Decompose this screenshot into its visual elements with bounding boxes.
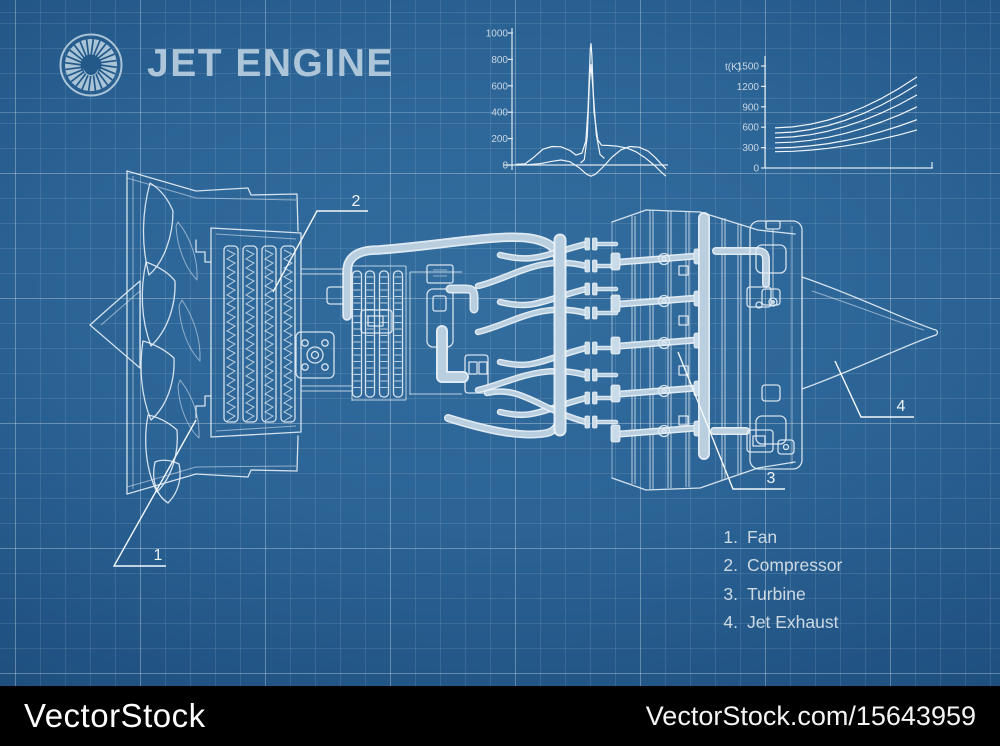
callout-number-3: 3 bbox=[767, 470, 776, 487]
callout-number-2: 2 bbox=[352, 193, 361, 210]
vectorstock-brand-logo: VectorStock bbox=[24, 697, 206, 734]
exhaust-cone bbox=[801, 270, 939, 396]
pressure-profile-chart: 1000 800 600 400 200 0 bbox=[486, 28, 668, 177]
legend-number: 1. bbox=[723, 526, 738, 547]
svg-text:0: 0 bbox=[753, 164, 759, 175]
fan-blades bbox=[140, 182, 201, 504]
legend-item-fan: 1. Fan bbox=[698, 523, 842, 552]
legend-number: 2. bbox=[723, 555, 738, 576]
svg-text:1500: 1500 bbox=[737, 62, 760, 73]
legend-item-jet-exhaust: 4. Jet Exhaust bbox=[698, 609, 842, 638]
svg-text:800: 800 bbox=[491, 55, 508, 66]
callout-number-1: 1 bbox=[154, 547, 163, 564]
svg-text:200: 200 bbox=[491, 134, 508, 145]
svg-text:1000: 1000 bbox=[486, 29, 509, 40]
callout-leader-lines: 1 2 3 4 bbox=[112, 193, 914, 567]
legend-label: Compressor bbox=[747, 555, 843, 576]
leader-line-turbine bbox=[677, 351, 785, 490]
watermark-bar: VectorStock VectorStock.com/15643959 bbox=[0, 686, 1000, 746]
legend-label: Jet Exhaust bbox=[747, 612, 839, 633]
compressor-casing bbox=[210, 227, 302, 438]
svg-text:400: 400 bbox=[491, 108, 508, 119]
fan-nacelle bbox=[126, 170, 299, 495]
leader-line-fan bbox=[112, 419, 197, 567]
parts-legend: 1. Fan 2. Compressor 3. Turbine 4. Jet E… bbox=[698, 523, 842, 637]
temperature-profile-chart: 1500 1200 900 600 300 0 t(K) bbox=[725, 56, 933, 175]
legend-item-turbine: 3. Turbine bbox=[698, 580, 842, 609]
callout-number-4: 4 bbox=[897, 398, 906, 415]
legend-item-compressor: 2. Compressor bbox=[698, 552, 842, 581]
svg-text:0: 0 bbox=[502, 161, 508, 172]
legend-number: 4. bbox=[723, 612, 738, 633]
turbine-section bbox=[611, 209, 803, 491]
legend-label: Fan bbox=[747, 526, 778, 547]
legend-number: 3. bbox=[723, 583, 738, 604]
svg-text:t(K): t(K) bbox=[725, 62, 741, 73]
svg-text:300: 300 bbox=[742, 143, 759, 154]
page-title: JET ENGINE bbox=[147, 42, 394, 85]
blueprint-grid-background bbox=[0, 0, 1000, 686]
svg-text:900: 900 bbox=[742, 102, 759, 113]
svg-text:600: 600 bbox=[742, 123, 759, 134]
leader-line-exhaust bbox=[834, 360, 914, 418]
legend-label: Turbine bbox=[747, 583, 806, 604]
engine-detail-layer bbox=[223, 210, 770, 489]
leader-line-compressor bbox=[272, 210, 368, 293]
svg-text:1200: 1200 bbox=[737, 82, 760, 93]
jet-engine-drawing: 1 2 3 4 bbox=[89, 170, 939, 567]
vectorstock-url-text: VectorStock.com/15643959 bbox=[645, 700, 976, 731]
svg-text:600: 600 bbox=[491, 81, 508, 92]
turbine-fan-icon bbox=[59, 33, 123, 97]
